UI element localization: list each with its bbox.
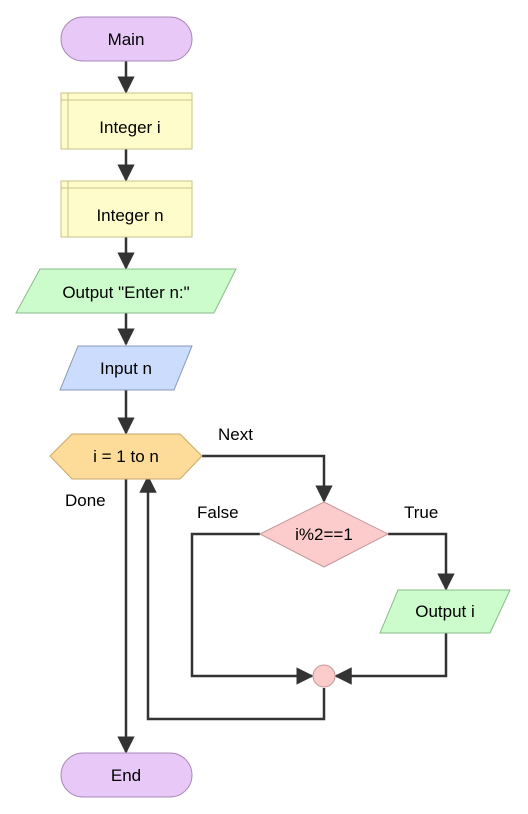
- arrow-join-back-to-loop: [139, 475, 326, 721]
- for-loop-label: i = 1 to n: [93, 447, 159, 466]
- output-i-parallelogram[interactable]: Output i: [379, 589, 511, 634]
- declare-integer-n[interactable]: Integer n: [60, 180, 193, 238]
- arrow-condition-false-to-join: [190, 532, 314, 685]
- input-n-label: Input n: [100, 359, 152, 378]
- arrow-output-i-to-join: [334, 633, 448, 685]
- connector-lines: [117, 61, 455, 754]
- main-label: Main: [108, 30, 145, 49]
- end-label: End: [111, 766, 141, 785]
- condition-diamond[interactable]: i%2==1: [258, 501, 390, 568]
- declare-integer-n-label: Integer n: [96, 206, 163, 225]
- arrow-condition-true-to-output-i: [388, 532, 455, 591]
- edge-label-done: Done: [65, 491, 106, 510]
- output-i-label: Output i: [415, 602, 475, 621]
- edge-label-true: True: [404, 503, 438, 522]
- for-loop-hexagon[interactable]: i = 1 to n: [49, 433, 203, 480]
- edge-label-false: False: [197, 503, 239, 522]
- condition-label: i%2==1: [295, 525, 353, 544]
- arrow-loop-next-to-condition: [202, 454, 333, 503]
- output-prompt-parallelogram[interactable]: Output "Enter n:": [15, 268, 237, 314]
- join-connector[interactable]: [312, 664, 336, 688]
- main-terminal[interactable]: Main: [60, 16, 193, 62]
- edge-label-next: Next: [218, 425, 253, 444]
- input-n-parallelogram[interactable]: Input n: [59, 345, 193, 391]
- output-prompt-label: Output "Enter n:": [62, 283, 189, 302]
- declare-integer-i-label: Integer i: [99, 118, 160, 137]
- end-terminal[interactable]: End: [60, 752, 193, 798]
- declare-integer-i[interactable]: Integer i: [60, 92, 193, 150]
